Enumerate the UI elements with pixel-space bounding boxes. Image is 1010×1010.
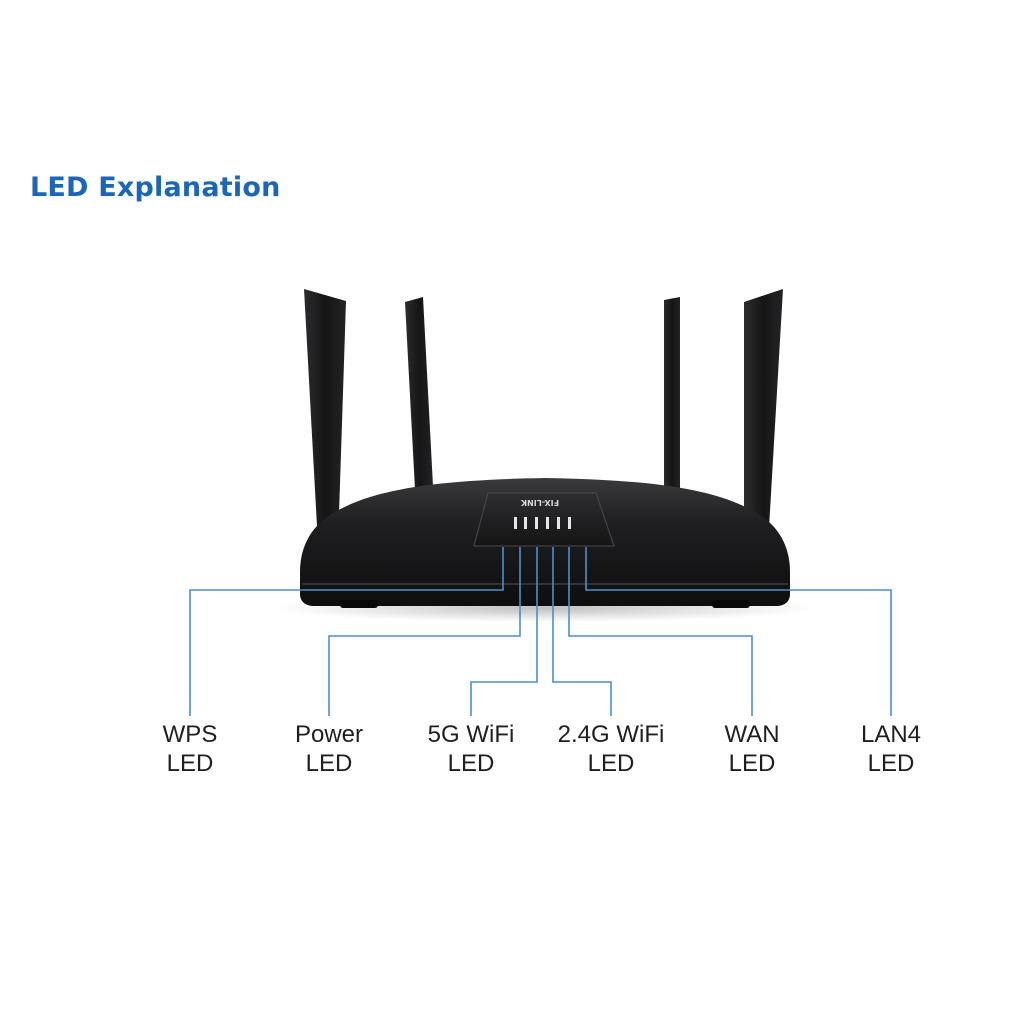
antenna-outer-right xyxy=(744,289,783,545)
label-line: 5G WiFi xyxy=(427,721,515,748)
led-indicator-5g xyxy=(535,517,538,529)
label-wps-led: WPS LED xyxy=(115,720,265,778)
label-lan4-led: LAN4 LED xyxy=(816,720,966,778)
router-foot-right xyxy=(712,600,750,608)
page-title: LED Explanation xyxy=(30,172,281,203)
leader-line-5g xyxy=(470,547,538,716)
label-line: LED xyxy=(728,750,776,777)
label-line: LED xyxy=(166,750,214,777)
label-line: WPS xyxy=(162,721,218,748)
leader-line-lan4 xyxy=(585,547,892,716)
antenna-outer-left xyxy=(304,289,346,545)
label-power-led: Power LED xyxy=(254,720,404,778)
led-indicator-power xyxy=(524,517,527,529)
label-line: LAN4 xyxy=(860,721,922,748)
leader-line-power xyxy=(328,547,521,716)
led-indicator-24g xyxy=(546,517,549,529)
label-line: 2.4G WiFi xyxy=(557,721,665,748)
label-line: WAN xyxy=(724,721,780,748)
led-indicator-wan xyxy=(557,517,560,529)
router-foot-left xyxy=(340,600,378,608)
antenna-inner-left xyxy=(405,297,434,508)
label-5g-wifi-led: 5G WiFi LED xyxy=(396,720,546,778)
leader-line-wps xyxy=(189,547,504,716)
label-line: Power xyxy=(294,721,364,748)
label-line: LED xyxy=(305,750,353,777)
led-panel xyxy=(473,492,615,547)
led-indicator-lan4 xyxy=(568,517,571,529)
leader-line-24g xyxy=(552,547,612,716)
led-indicator-wps xyxy=(514,517,517,529)
label-wan-led: WAN LED xyxy=(677,720,827,778)
label-line: LED xyxy=(867,750,915,777)
label-line: LED xyxy=(447,750,495,777)
leader-line-wan xyxy=(568,547,753,716)
label-line: LED xyxy=(587,750,635,777)
label-24g-wifi-led: 2.4G WiFi LED xyxy=(536,720,686,778)
antenna-inner-right xyxy=(664,297,680,506)
brand-logo: FIX-LINK xyxy=(520,498,559,507)
